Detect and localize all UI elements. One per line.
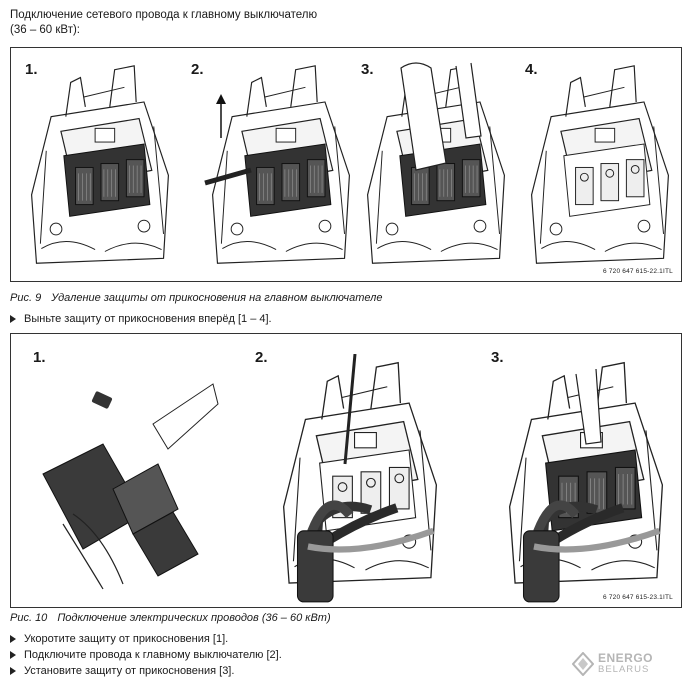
instruction-fig10-3: Установите защиту от прикосновения [3].	[10, 664, 234, 678]
logo-mark-icon	[572, 652, 594, 676]
instruction-fig10-3-text: Установите защиту от прикосновения [3].	[24, 665, 235, 677]
bullet-arrow-icon	[10, 315, 16, 323]
bullet-arrow-icon	[10, 667, 16, 675]
instruction-fig10-1: Укоротите защиту от прикосновения [1].	[10, 632, 228, 646]
fig9-illustration-1	[25, 58, 175, 273]
screwdriver-icon	[343, 354, 357, 465]
fig9-illustration-2	[204, 58, 351, 273]
fig9-code: 6 720 647 615-22.1ITL	[603, 268, 673, 275]
fig9-step-1-label: 1.	[25, 61, 38, 78]
instruction-fig10-2-text: Подключите провода к главному выключател…	[24, 649, 282, 661]
instruction-fig10-1-text: Укоротите защиту от прикосновения [1].	[24, 633, 229, 645]
fig9-caption-text: Удаление защиты от прикосновения на глав…	[51, 292, 383, 304]
finger-icon	[575, 368, 602, 445]
fig10-illustration-3	[508, 362, 681, 604]
logo-line-1: ENERGO	[598, 651, 654, 665]
figure-10-panel: 1. 2. 3. 6 720 647 615-23.1ITL	[10, 333, 682, 608]
fig10-illustration-2	[282, 354, 465, 604]
fig10-step-2-label: 2.	[255, 349, 268, 366]
fig10-caption-text: Подключение электрических проводов (36 –…	[57, 612, 331, 624]
fig10-step-1-label: 1.	[33, 349, 46, 366]
fig9-step-2-label: 2.	[191, 61, 204, 78]
fig10-caption: Рис. 10 Подключение электрических проводо…	[10, 611, 331, 625]
fig9-step-3-label: 3.	[361, 61, 374, 78]
fig10-step-3-label: 3.	[491, 349, 504, 366]
cutter-icon	[152, 383, 219, 450]
section-heading: Подключение сетевого провода к главному …	[10, 8, 430, 38]
fig9-step-4-label: 4.	[525, 61, 538, 78]
heading-line-1: Подключение сетевого провода к главному …	[10, 9, 318, 21]
instruction-fig9: Выньте защиту от прикосновения вперёд [1…	[10, 312, 272, 326]
fig10-caption-number: Рис. 10	[10, 612, 48, 624]
fig9-illustration-4	[525, 58, 675, 273]
bullet-arrow-icon	[10, 651, 16, 659]
fig9-illustration-3	[361, 62, 511, 273]
heading-line-2: (36 – 60 кВт):	[10, 24, 81, 36]
energo-belarus-logo: ENERGO BELARUS	[572, 648, 682, 680]
bullet-arrow-icon	[10, 635, 16, 643]
instruction-fig10-2: Подключите провода к главному выключател…	[10, 648, 282, 662]
fig9-caption-number: Рис. 9	[10, 292, 42, 304]
figure-9-panel: 1. 2. 3. 4. 6 720 647 615-22.1ITL	[10, 47, 682, 282]
fig9-caption: Рис. 9 Удаление защиты от прикосновения н…	[10, 291, 382, 305]
fig10-illustration-1	[42, 383, 219, 590]
fig10-code: 6 720 647 615-23.1ITL	[603, 594, 673, 601]
hand-icon	[400, 62, 447, 171]
logo-line-2: BELARUS	[598, 664, 650, 675]
instruction-fig9-text: Выньте защиту от прикосновения вперёд [1…	[24, 313, 272, 325]
